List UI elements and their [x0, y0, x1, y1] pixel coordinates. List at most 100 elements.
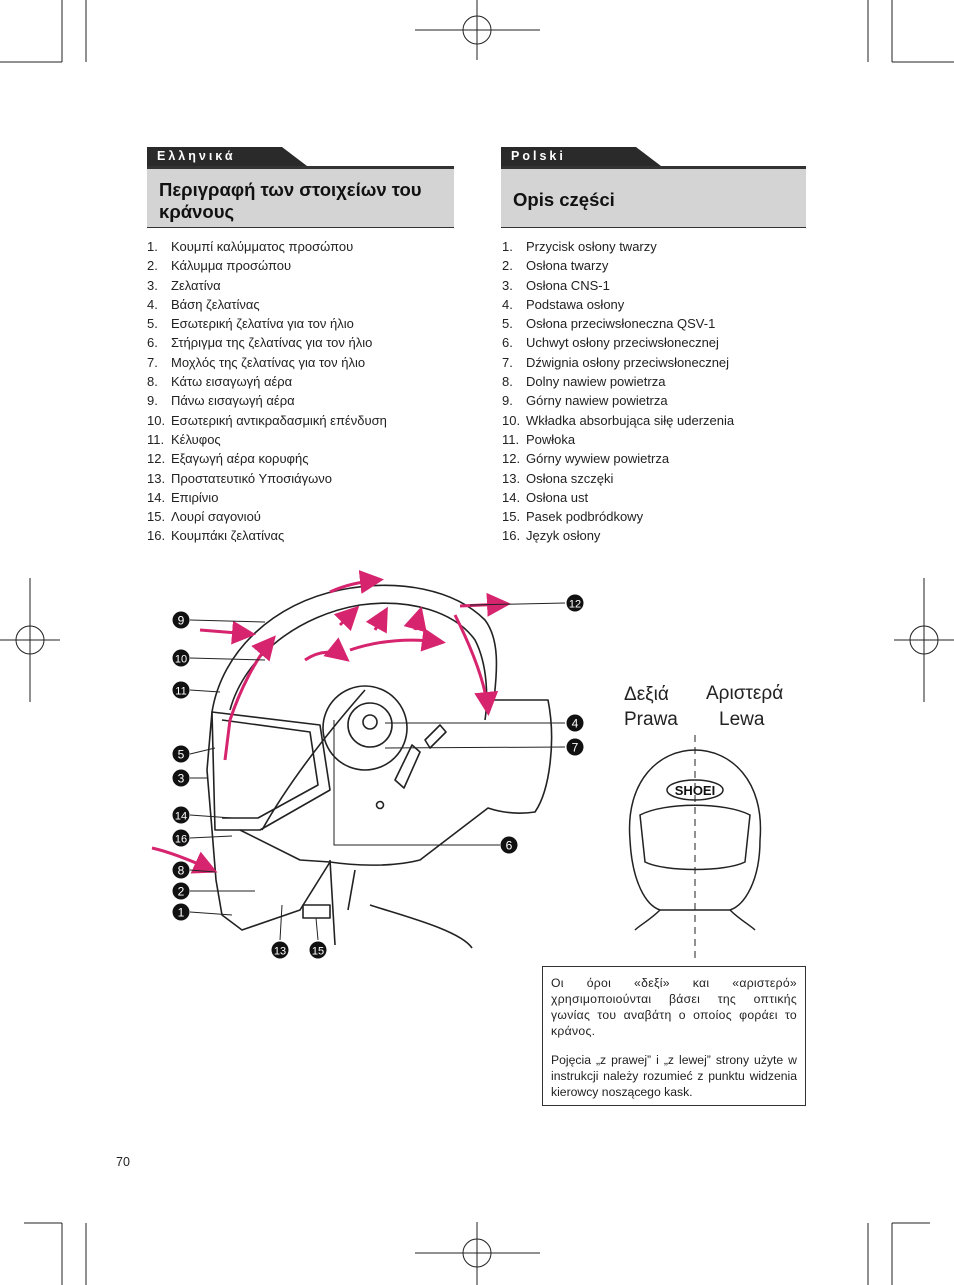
- list-item: 3.Ζελατίνα: [147, 277, 221, 293]
- list-item: 10.Wkładka absorbująca siłę uderzenia: [502, 412, 735, 428]
- side-pod-outer: [322, 685, 408, 771]
- list-item: 11.Κέλυφος: [147, 431, 221, 447]
- label-right-polish: Prawa: [624, 709, 678, 730]
- list-item: 6.Στήριγμα της ζελατίνας για τον ήλιο: [147, 335, 373, 351]
- list-item: 2.Osłona twarzy: [502, 258, 609, 274]
- language-tab-label: Polski: [511, 149, 566, 163]
- list-item: 11.Powłoka: [502, 431, 576, 447]
- airflow-arrow: [329, 570, 384, 594]
- language-tab-polish: Polski: [501, 147, 661, 166]
- front-visor: [639, 804, 751, 871]
- airflow-arrow: [223, 635, 276, 761]
- list-item: 13.Osłona szczęki: [502, 470, 614, 486]
- language-tab-greek: Ελληνικά: [147, 147, 307, 166]
- svg-text:16: 16: [175, 834, 187, 846]
- helmet-shell-outline: [206, 584, 553, 931]
- list-item: 13.Προστατευτικό Υποσιάγωνο: [147, 470, 333, 486]
- note-polish: Pojęcia „z prawej” i „z lewej” strony uż…: [551, 1053, 797, 1099]
- airflow-arrow: [349, 627, 446, 652]
- svg-text:8: 8: [178, 864, 185, 878]
- front-shell: [628, 749, 762, 911]
- list-item: 4.Podstawa osłony: [502, 296, 625, 312]
- svg-text:3: 3: [178, 772, 185, 786]
- note-greek: Οι όροι «δεξί» και «αριστερό» χρησιμοποι…: [551, 976, 797, 1038]
- list-item: 12.Εξαγωγή αέρα κορυφής: [147, 451, 309, 467]
- parts-list-greek: 1.Κουμπί καλύμματος προσώπου 2.Κάλυμμα π…: [147, 237, 387, 546]
- airflow-arrow: [304, 637, 350, 662]
- list-item: 8.Κάτω εισαγωγή αέρα: [147, 374, 293, 390]
- section-heading-greek: Περιγραφή των στοιχείων του κράνους: [147, 166, 454, 228]
- label-left-greek: Αριστερά: [706, 683, 784, 704]
- airflow-arrow: [403, 606, 427, 633]
- airflow-arrow: [151, 846, 218, 874]
- list-item: 5.Osłona przeciwsłoneczna QSV-1: [502, 316, 716, 332]
- svg-text:6: 6: [506, 839, 513, 853]
- list-item: 4.Βάση ζελατίνας: [147, 296, 260, 312]
- list-item: 7.Dźwignia osłony przeciwsłonecznej: [502, 354, 730, 370]
- list-item: 3.Osłona CNS-1: [502, 277, 610, 293]
- orientation-note: Οι όροι «δεξί» και «αριστερό» χρησιμοποι…: [542, 966, 806, 1106]
- callout-7: 7: [566, 738, 584, 756]
- tab-shape: [501, 147, 661, 166]
- svg-text:2: 2: [178, 885, 185, 899]
- callout-14: 14: [172, 806, 190, 824]
- list-item: 16.Κουμπάκι ζελατίνας: [147, 528, 285, 544]
- svg-text:SHOEI: SHOEI: [675, 783, 715, 798]
- callout-4: 4: [566, 714, 584, 732]
- callout-16: 16: [172, 829, 190, 847]
- list-item: 2.Κάλυμμα προσώπου: [147, 258, 292, 274]
- svg-text:13: 13: [274, 946, 286, 958]
- list-item: 15.Pasek podbródkowy: [502, 509, 644, 525]
- language-tab-label: Ελληνικά: [157, 149, 236, 163]
- airflow-arrow: [333, 605, 360, 632]
- tab-shape: [147, 147, 307, 166]
- helmet-front-diagram: SHOEI: [628, 735, 762, 962]
- svg-text:4: 4: [572, 717, 579, 731]
- airflow-arrow: [365, 606, 388, 634]
- svg-text:14: 14: [175, 811, 187, 823]
- side-pod-inner: [362, 714, 378, 730]
- section-heading-polish: Opis części: [501, 166, 806, 228]
- list-item: 5.Εσωτερική ζελατίνα για τον ήλιο: [147, 316, 354, 332]
- side-pod-mid: [347, 702, 393, 748]
- list-item: 7.Μοχλός της ζελατίνας για τον ήλιο: [147, 354, 366, 370]
- helmet-side-diagram: 9 10 11 5 3 14 16 8 2 1 12 4 7 6 13 15: [151, 570, 584, 959]
- svg-text:12: 12: [569, 599, 581, 611]
- callout-1: 1: [172, 903, 190, 921]
- airflow-arrow: [453, 614, 499, 716]
- visor: [211, 711, 331, 831]
- callout-11: 11: [172, 681, 190, 699]
- callout-8: 8: [172, 861, 190, 879]
- callout-6: 6: [500, 836, 518, 854]
- list-item: 12.Górny wywiew powietrza: [502, 451, 670, 467]
- list-item: 9.Górny nawiew powietrza: [502, 393, 668, 409]
- callout-15: 15: [309, 941, 327, 959]
- list-item: 14.Επιρίνιο: [147, 489, 219, 505]
- list-item: 15.Λουρί σαγονιού: [147, 509, 261, 525]
- heading-line-1: Περιγραφή των στοιχείων του: [159, 179, 422, 200]
- callout-badges: 9 10 11 5 3 14 16 8 2 1 12 4 7 6 13 15: [172, 594, 584, 959]
- svg-text:11: 11: [175, 686, 186, 698]
- list-item: 9.Πάνω εισαγωγή αέρα: [147, 393, 295, 409]
- label-right-greek: Δεξιά: [624, 684, 669, 705]
- list-item: 1.Przycisk osłony twarzy: [502, 239, 657, 254]
- svg-text:1: 1: [178, 906, 185, 920]
- list-item: 14.Osłona ust: [502, 489, 589, 505]
- list-item: 10.Εσωτερική αντικραδασμική επένδυση: [147, 412, 387, 428]
- heading-text: Opis części: [513, 189, 615, 210]
- svg-text:15: 15: [312, 946, 324, 958]
- svg-text:5: 5: [178, 748, 185, 762]
- page-number: 70: [116, 1155, 130, 1169]
- list-item: 1.Κουμπί καλύμματος προσώπου: [147, 239, 354, 254]
- svg-text:9: 9: [178, 614, 185, 628]
- list-item: 6.Uchwyt osłony przeciwsłonecznej: [502, 335, 719, 351]
- list-item: 16.Język osłony: [502, 528, 601, 544]
- callout-10: 10: [172, 649, 190, 667]
- callout-9: 9: [172, 611, 190, 629]
- label-left-polish: Lewa: [719, 709, 765, 730]
- callout-3: 3: [172, 769, 190, 787]
- svg-text:7: 7: [572, 741, 579, 755]
- callout-5: 5: [172, 745, 190, 763]
- callout-2: 2: [172, 882, 190, 900]
